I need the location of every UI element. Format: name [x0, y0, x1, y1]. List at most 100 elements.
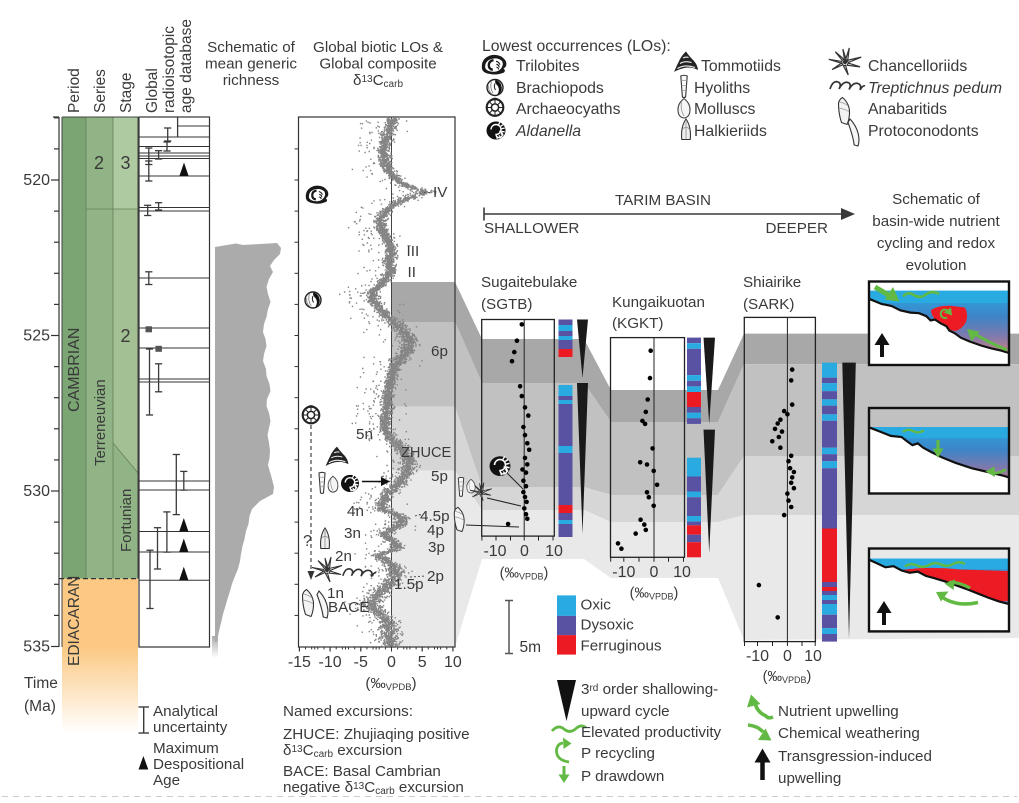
- svg-text:4p: 4p: [427, 522, 444, 539]
- svg-text:5m: 5m: [520, 639, 542, 656]
- svg-text:Time: Time: [24, 675, 58, 692]
- svg-text:Hyoliths: Hyoliths: [694, 80, 750, 97]
- svg-text:richness: richness: [223, 72, 280, 89]
- svg-text:Fortunian: Fortunian: [118, 489, 135, 552]
- svg-text:535: 535: [23, 639, 50, 656]
- svg-text:Chemical weathering: Chemical weathering: [778, 725, 920, 742]
- svg-text:Ferruginous: Ferruginous: [581, 638, 662, 655]
- svg-text:-10: -10: [483, 543, 506, 560]
- svg-text:basin-wide nutrient: basin-wide nutrient: [872, 213, 1000, 230]
- svg-text:IV: IV: [433, 184, 448, 201]
- svg-text:Stage: Stage: [118, 72, 135, 113]
- svg-text:-10: -10: [612, 564, 635, 581]
- svg-text:Transgression-induced: Transgression-induced: [778, 748, 932, 765]
- svg-text:5p: 5p: [431, 468, 448, 485]
- svg-text:Aldanella: Aldanella: [515, 123, 581, 140]
- svg-text:Global composite: Global composite: [319, 56, 436, 73]
- svg-text:evolution: evolution: [906, 257, 967, 274]
- svg-text:-5: -5: [354, 654, 368, 671]
- svg-text:uncertainty: uncertainty: [153, 719, 228, 736]
- svg-text:-15: -15: [288, 654, 311, 671]
- svg-text:Maximum: Maximum: [153, 740, 219, 757]
- svg-text:CAMBRIAN: CAMBRIAN: [66, 328, 83, 412]
- svg-text:Kungaikuotan: Kungaikuotan: [612, 294, 705, 311]
- svg-text:III: III: [407, 243, 420, 260]
- svg-text:0: 0: [650, 564, 659, 581]
- svg-text:P recycling: P recycling: [581, 745, 655, 762]
- svg-text:DEEPER: DEEPER: [766, 220, 828, 237]
- svg-text:3: 3: [120, 153, 130, 173]
- svg-text:Molluscs: Molluscs: [694, 101, 756, 118]
- svg-text:Chancelloriids: Chancelloriids: [868, 58, 967, 75]
- svg-text:Trilobites: Trilobites: [516, 58, 580, 75]
- svg-text:Named excursions:: Named excursions:: [283, 703, 413, 720]
- svg-text:(Ma): (Ma): [24, 698, 56, 715]
- svg-text:Halkieriids: Halkieriids: [694, 123, 767, 140]
- svg-text:radioisotopic: radioisotopic: [161, 26, 178, 113]
- svg-text:(KGKT): (KGKT): [612, 315, 663, 332]
- svg-text:4n: 4n: [347, 503, 364, 520]
- svg-text:Archaeocyaths: Archaeocyaths: [516, 101, 621, 118]
- svg-text:BACE: BACE: [328, 599, 369, 616]
- svg-text:BACE: Basal Cambrian: BACE: Basal Cambrian: [283, 763, 441, 780]
- svg-text:2: 2: [120, 326, 130, 346]
- svg-text:Dysoxic: Dysoxic: [581, 617, 635, 634]
- svg-text:ZHUCE: ZHUCE: [401, 445, 452, 461]
- svg-text:mean generic: mean generic: [205, 56, 297, 73]
- svg-text:Analytical: Analytical: [153, 703, 218, 720]
- svg-text:II: II: [408, 264, 416, 281]
- svg-text:525: 525: [23, 328, 50, 345]
- svg-text:2p: 2p: [427, 568, 444, 585]
- svg-text:ZHUCE: Zhujiaqing positive: ZHUCE: Zhujiaqing positive: [283, 726, 470, 743]
- svg-text:(SARK): (SARK): [743, 296, 794, 313]
- svg-text:Age: Age: [153, 772, 180, 789]
- svg-text:Elevated productivity: Elevated productivity: [581, 724, 722, 741]
- svg-text:-10: -10: [746, 648, 769, 665]
- svg-text:upward cycle: upward cycle: [581, 703, 670, 720]
- svg-text:3p: 3p: [428, 539, 445, 556]
- svg-text:3rd order shallowing-: 3rd order shallowing-: [581, 681, 718, 698]
- svg-text:10: 10: [545, 543, 563, 560]
- svg-text:2n: 2n: [335, 548, 352, 565]
- svg-text:2: 2: [94, 153, 104, 173]
- svg-text:10: 10: [804, 648, 822, 665]
- svg-text:520: 520: [23, 172, 50, 189]
- svg-text:Series: Series: [92, 69, 109, 113]
- svg-text:P drawdown: P drawdown: [581, 768, 664, 785]
- svg-text:5n: 5n: [356, 426, 373, 443]
- svg-text:TARIM BASIN: TARIM BASIN: [615, 192, 711, 209]
- svg-text:Treptichnus pedum: Treptichnus pedum: [868, 80, 1002, 97]
- svg-text:upwelling: upwelling: [778, 770, 841, 787]
- svg-text:Anabaritids: Anabaritids: [868, 101, 947, 118]
- svg-text:Global biotic LOs &: Global biotic LOs &: [313, 39, 443, 56]
- svg-text:Tommotiids: Tommotiids: [701, 58, 781, 75]
- svg-text:cycling and redox: cycling and redox: [877, 235, 996, 252]
- svg-text:Terreneuvian: Terreneuvian: [92, 379, 109, 466]
- svg-text:Oxic: Oxic: [581, 597, 612, 614]
- svg-text:Sugaitebulake: Sugaitebulake: [481, 274, 577, 291]
- svg-text:530: 530: [23, 483, 50, 500]
- svg-text:Global: Global: [144, 68, 161, 113]
- svg-text:Schematic of: Schematic of: [892, 191, 981, 208]
- svg-text:EDIACARAN: EDIACARAN: [66, 576, 83, 666]
- svg-text:Protoconodonts: Protoconodonts: [868, 123, 979, 140]
- svg-text:Period: Period: [66, 68, 83, 113]
- svg-text:Nutrient upwelling: Nutrient upwelling: [778, 703, 899, 720]
- svg-text:Lowest occurrences (LOs):: Lowest occurrences (LOs):: [482, 38, 671, 55]
- svg-text:0: 0: [387, 654, 396, 671]
- svg-text:SHALLOWER: SHALLOWER: [484, 220, 579, 237]
- svg-text:1.5p: 1.5p: [394, 576, 424, 593]
- svg-text:Despositional: Despositional: [153, 756, 244, 773]
- svg-text:Shiairike: Shiairike: [743, 274, 801, 291]
- svg-text:6p: 6p: [431, 343, 448, 360]
- svg-text:Brachiopods: Brachiopods: [516, 80, 604, 97]
- svg-text:Schematic of: Schematic of: [207, 39, 296, 56]
- svg-text:0: 0: [520, 543, 529, 560]
- svg-text:0: 0: [783, 648, 792, 665]
- svg-text:age database: age database: [178, 19, 195, 113]
- svg-text:3n: 3n: [344, 525, 361, 542]
- svg-text:5: 5: [418, 654, 427, 671]
- svg-text:(SGTB): (SGTB): [481, 296, 532, 313]
- svg-text:10: 10: [444, 654, 462, 671]
- svg-text:negative δ13Ccarb excursion: negative δ13Ccarb excursion: [283, 779, 464, 797]
